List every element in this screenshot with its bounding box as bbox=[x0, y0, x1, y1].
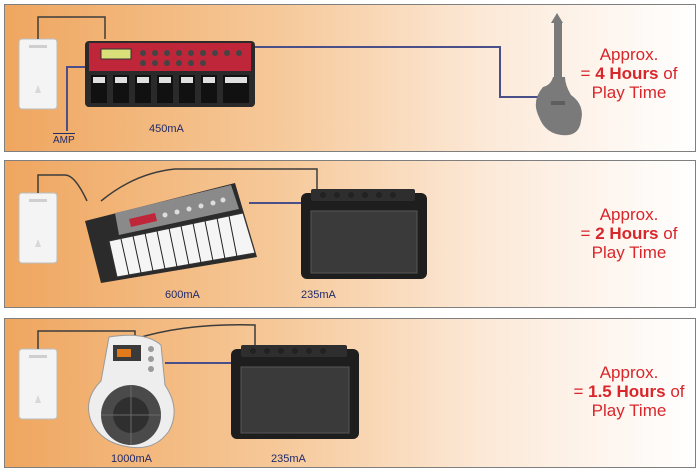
amp-current-label: 235mA bbox=[271, 453, 306, 465]
hours-value: 2 Hours bbox=[595, 224, 659, 243]
hours-line: = 1.5 Hours of bbox=[573, 382, 685, 401]
playtime-text: Approx. = 1.5 Hours of Play Time bbox=[569, 363, 689, 420]
panel-drum-pad-setup: 1000mA 235mA Approx. = 1.5 Hours of Play… bbox=[4, 318, 696, 468]
hours-value: 1.5 Hours bbox=[588, 382, 666, 401]
panel-synth-setup: 600mA 235mA Approx. = 2 Hours of Play Ti… bbox=[4, 160, 696, 308]
panel-3-art bbox=[18, 324, 359, 449]
battery-pack bbox=[18, 192, 58, 264]
pedal-current-label: 450mA bbox=[149, 123, 184, 135]
hours-value: 4 Hours bbox=[595, 64, 659, 83]
drum-pad-current-label: 1000mA bbox=[111, 453, 152, 465]
battery-pack bbox=[18, 38, 58, 110]
playtime-label: Play Time bbox=[591, 401, 667, 420]
synth-power-cable bbox=[100, 168, 318, 202]
approx-label: Approx. bbox=[599, 205, 659, 224]
amp-cable bbox=[66, 66, 87, 131]
approx-label: Approx. bbox=[599, 45, 659, 64]
playtime-label: Play Time bbox=[591, 243, 667, 262]
hours-line: = 2 Hours of bbox=[580, 224, 678, 243]
amp-current-label: 235mA bbox=[301, 289, 336, 301]
synthesizer-keyboard bbox=[85, 183, 257, 283]
panel-2-art bbox=[18, 168, 427, 283]
amplifier bbox=[231, 345, 359, 439]
playtime-text: Approx. = 2 Hours of Play Time bbox=[569, 205, 689, 262]
amp-label: AMP bbox=[53, 133, 75, 146]
power-cable bbox=[37, 174, 88, 202]
synth-current-label: 600mA bbox=[165, 289, 200, 301]
approx-label: Approx. bbox=[599, 363, 659, 382]
playtime-label: Play Time bbox=[591, 83, 667, 102]
drum-pad bbox=[88, 334, 175, 449]
amp-power-cable bbox=[134, 324, 256, 349]
guitar-cable bbox=[255, 46, 540, 98]
guitar-icon bbox=[535, 13, 582, 136]
panel-multi-effects-setup: AMP 450mA Approx. = 4 Hours of Play Time bbox=[4, 4, 696, 152]
hours-line: = 4 Hours of bbox=[580, 64, 678, 83]
multi-effects-pedal bbox=[85, 41, 255, 107]
power-cable bbox=[37, 16, 106, 39]
panel-1-art bbox=[18, 13, 582, 136]
playtime-text: Approx. = 4 Hours of Play Time bbox=[569, 45, 689, 102]
battery-pack bbox=[18, 348, 58, 420]
amplifier bbox=[301, 189, 427, 279]
